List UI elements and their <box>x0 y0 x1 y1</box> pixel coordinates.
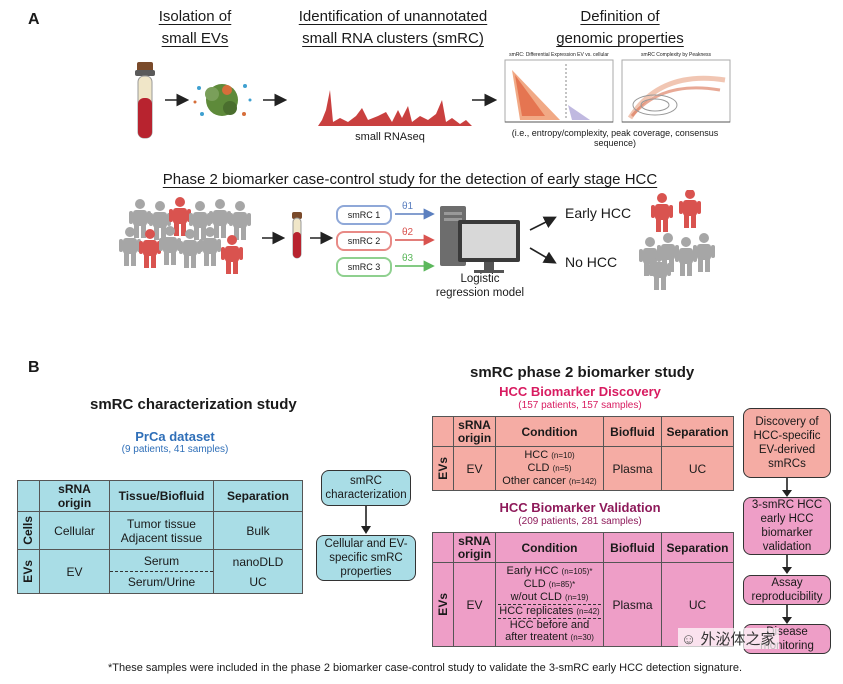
step1-title-line1: Isolation of <box>158 8 232 25</box>
left-heading: smRC characterization study <box>90 396 297 413</box>
plot2-title: smRC Complexity by Peakness <box>640 52 712 58</box>
outcome-early-label: Early HCC <box>565 205 632 221</box>
early-hcc-people-icon <box>651 190 701 232</box>
complexity-plot-thumbnail <box>621 59 731 123</box>
row-evs-label: EVs <box>17 549 40 594</box>
panel-a-letter: A <box>28 11 40 28</box>
properties-note: (i.e., entropy/complexity, peak coverage… <box>511 128 719 148</box>
cells-origin: Cellular <box>39 511 110 550</box>
disc-corner <box>432 416 454 447</box>
phase2-title: Phase 2 biomarker case-control study for… <box>162 171 658 188</box>
model-label-line1: Logistic <box>460 273 500 285</box>
corner-cell <box>17 480 40 512</box>
flow-left-arrow <box>361 506 371 534</box>
validation-title: HCC Biomarker Validation <box>499 500 661 515</box>
flow-reproducibility: Assay reproducibility <box>743 575 831 605</box>
seq-label: small RNAseq <box>355 131 425 143</box>
flow-right-arrow-2 <box>782 555 792 574</box>
theta2-label: θ2 <box>402 227 414 238</box>
patient-crowd-icon <box>119 197 251 274</box>
footnote: *These samples were included in the phas… <box>107 662 743 674</box>
val-col-biofluid: Biofluid <box>603 532 662 563</box>
val-col-separation: Separation <box>661 532 734 563</box>
theta3-label: θ3 <box>402 253 414 264</box>
disc-col-biofluid: Biofluid <box>603 416 662 447</box>
watermark-text: 外泌体之家 <box>700 631 776 648</box>
disc-col-condition: Condition <box>495 416 604 447</box>
disc-conditions: HCC (n=10) CLD (n=5) Other cancer (n=142… <box>495 446 604 491</box>
col-separation: Separation <box>213 480 303 512</box>
arrow-no <box>529 247 557 264</box>
flow-characterization: smRC characterization <box>321 470 411 506</box>
step3-title: Definition of genomic properties <box>545 6 695 50</box>
outcome-no-label: No HCC <box>565 254 618 270</box>
validation-sub: (209 patients, 281 samples) <box>518 516 642 527</box>
ev-cluster-icon <box>193 84 252 116</box>
computer-icon <box>440 206 520 273</box>
val-col-condition: Condition <box>495 532 604 563</box>
blood-tube-icon <box>135 62 155 139</box>
step3-title-line1: Definition of <box>580 8 660 25</box>
panel-b-letter: B <box>28 359 40 376</box>
smrc-pill-1: smRC 1 <box>336 205 392 225</box>
val-conditions: Early HCC (n=105)* CLD (n=85)* w/out CLD… <box>495 562 604 647</box>
ev-origin: EV <box>39 549 110 594</box>
cells-sep: Bulk <box>213 511 303 550</box>
prca-title: PrCa dataset <box>135 429 215 444</box>
col-srna-origin: sRNA origin <box>39 480 110 512</box>
plot1-title: smRC: Differential Expression EV vs. cel… <box>509 52 609 58</box>
disc-origin: EV <box>453 446 496 491</box>
prca-sub: (9 patients, 41 samples) <box>121 444 229 455</box>
disc-biofluid: Plasma <box>603 446 662 491</box>
disc-evs-label: EVs <box>432 446 454 491</box>
col-tissue-biofluid: Tissue/Biofluid <box>109 480 214 512</box>
no-hcc-people-icon <box>639 233 715 290</box>
watermark: ☺ 外泌体之家 <box>678 628 779 649</box>
smrc-pill-2: smRC 2 <box>336 231 392 251</box>
rnaseq-coverage-icon <box>318 90 472 126</box>
step2-title-line2: small RNA clusters (smRC) <box>302 30 484 47</box>
blood-tube-small-icon <box>292 212 302 259</box>
right-heading: smRC phase 2 biomarker study <box>470 364 695 381</box>
arrow-early <box>529 216 557 231</box>
flow-discovery: Discovery of HCC-specific EV-derived smR… <box>743 408 831 478</box>
val-evs-label: EVs <box>432 562 454 647</box>
val-corner <box>432 532 454 563</box>
panel-a-bottom-graphics <box>119 190 715 290</box>
disc-sep: UC <box>661 446 734 491</box>
characterization-table: sRNA origin Tissue/Biofluid Separation C… <box>17 480 303 594</box>
step1-title: Isolation of small EVs <box>140 6 250 50</box>
flow-right-arrow-1 <box>782 478 792 497</box>
val-origin: EV <box>453 562 496 647</box>
wechat-icon: ☺ <box>681 631 697 648</box>
panel-a-top-graphics <box>135 59 731 139</box>
discovery-sub: (157 patients, 157 samples) <box>518 400 642 411</box>
theta1-label: θ1 <box>402 201 414 212</box>
model-label-line2: regression model <box>435 287 525 299</box>
model-label: Logistic regression model <box>420 272 540 300</box>
smrc-pill-3: smRC 3 <box>336 257 392 277</box>
flow-validation: 3-smRC HCC early HCC biomarker validatio… <box>743 497 831 555</box>
step2-title: Identification of unannotated small RNA … <box>268 6 518 50</box>
val-biofluid: Plasma <box>603 562 662 647</box>
flow-cellular-ev-properties: Cellular and EV-specific smRC properties <box>316 535 416 581</box>
row-cells-label: Cells <box>17 511 40 550</box>
step3-title-line2: genomic properties <box>556 30 684 47</box>
step2-title-line1: Identification of unannotated <box>298 8 488 25</box>
flow-right-arrow-3 <box>782 605 792 624</box>
discovery-title: HCC Biomarker Discovery <box>499 384 661 399</box>
disc-col-separation: Separation <box>661 416 734 447</box>
volcano-plot-thumbnail <box>504 59 614 123</box>
step1-title-line2: small EVs <box>161 30 229 47</box>
